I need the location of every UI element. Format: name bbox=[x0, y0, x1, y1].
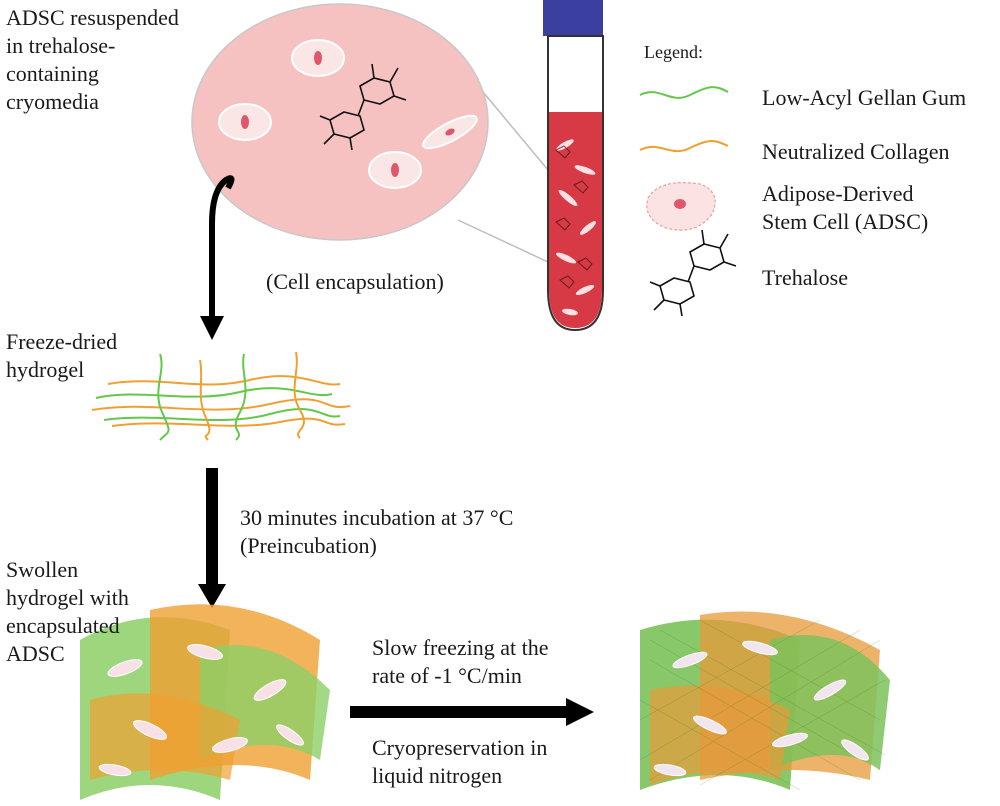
zoom-line-bottom bbox=[457, 219, 549, 263]
legend-label-collagen: Neutralized Collagen bbox=[762, 139, 950, 164]
preincubation-arrow bbox=[206, 468, 218, 586]
legend-label-gellan: Low-Acyl Gellan Gum bbox=[762, 85, 967, 110]
cell-encapsulation-label: (Cell encapsulation) bbox=[266, 269, 444, 294]
legend-cell-icon bbox=[646, 182, 716, 231]
cryomedia-circle bbox=[191, 3, 489, 241]
legend-title: Legend: bbox=[644, 42, 703, 62]
swollen-hydrogel bbox=[80, 604, 330, 800]
cell-encapsulation-arrow bbox=[209, 175, 235, 316]
cryopreserved-hydrogel bbox=[639, 611, 890, 791]
adsc-resuspended-label: ADSC resuspended in trehalose-containing… bbox=[6, 5, 179, 114]
freeze-dried-label: Freeze-dried hydrogel bbox=[6, 329, 118, 382]
test-tube bbox=[543, 0, 604, 332]
legend-label-trehalose: Trehalose bbox=[762, 265, 848, 290]
incubation-label: 30 minutes incubation at 37 °C bbox=[240, 505, 514, 530]
swollen-hydrogel-label: Swollen hydrogel with encapsulated ADSC bbox=[6, 557, 129, 666]
legend-gellan-icon bbox=[639, 86, 729, 99]
legend-label-adsc: Adipose-Derived Stem Cell (ADSC) bbox=[762, 181, 929, 234]
legend-collagen-icon bbox=[639, 140, 729, 153]
preincubation-label: (Preincubation) bbox=[240, 533, 377, 558]
freezing-arrow bbox=[350, 706, 568, 718]
zoom-line-top bbox=[477, 85, 549, 171]
cryopreservation-label: Cryopreservation in liquid nitrogen bbox=[372, 735, 548, 788]
slow-freezing-label: Slow freezing at the rate of -1 °C/min bbox=[372, 635, 549, 688]
legend-trehalose-icon bbox=[649, 229, 737, 317]
freeze-dried-hydrogel bbox=[91, 351, 351, 441]
